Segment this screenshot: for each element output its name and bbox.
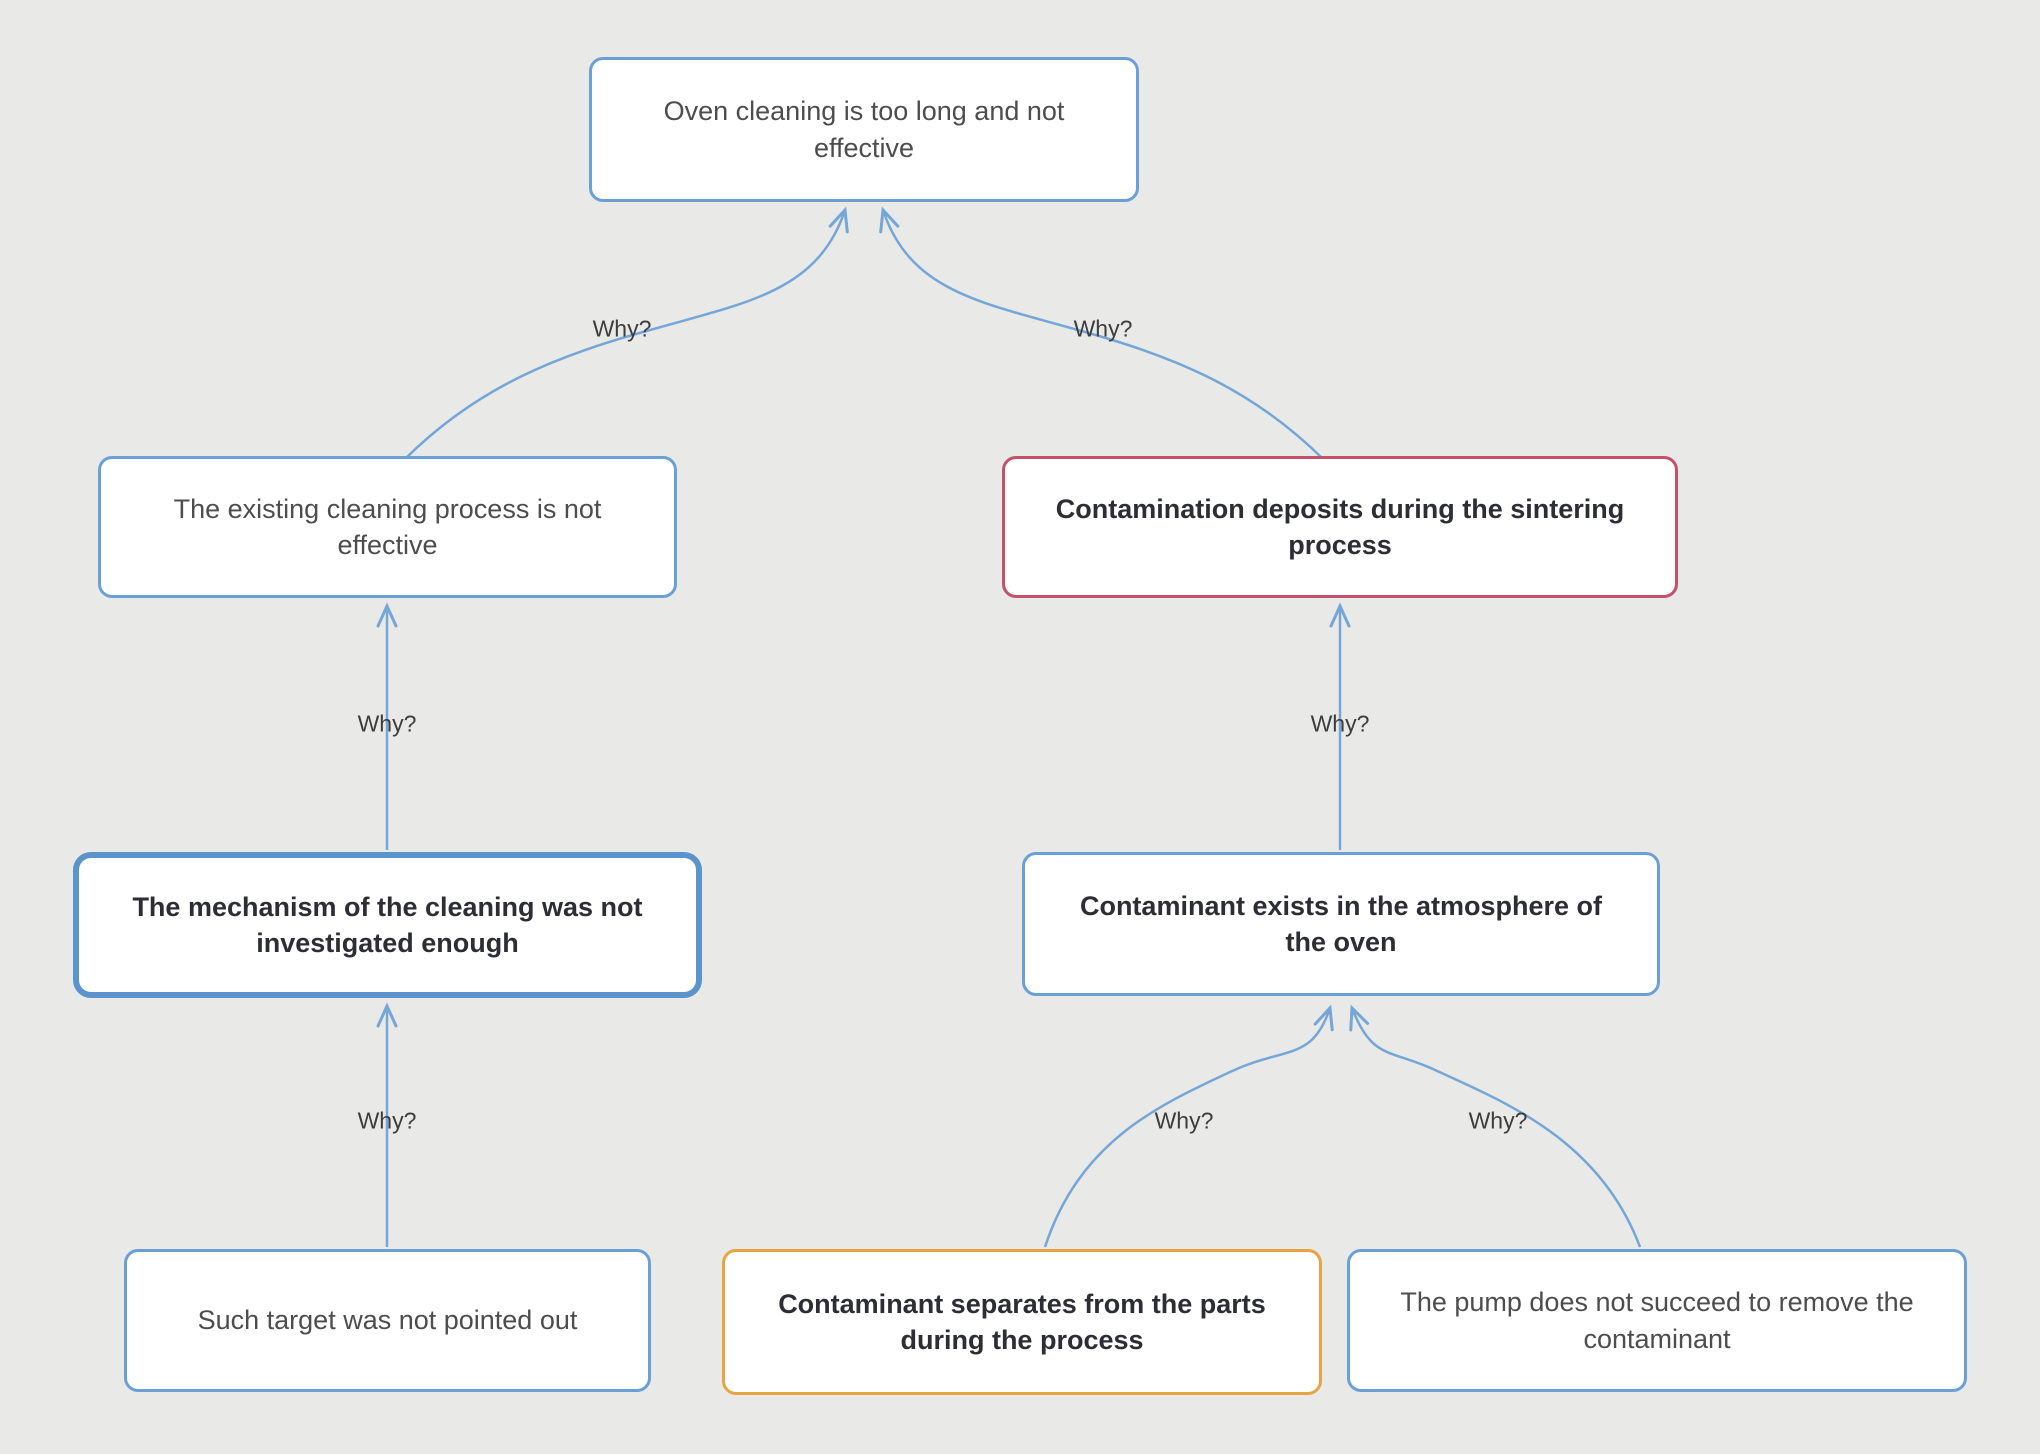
why-label-right-2[interactable]: Why?: [1310, 710, 1370, 737]
node-pump-not-succeed[interactable]: The pump does not succeed to remove the …: [1347, 1249, 1967, 1392]
node-target-not-pointed-out[interactable]: Such target was not pointed out: [124, 1249, 651, 1392]
edge-left1-to-problem[interactable]: [405, 206, 849, 459]
why-label-right-3b[interactable]: Why?: [1468, 1107, 1528, 1134]
why-label-left-1[interactable]: Why?: [592, 315, 652, 342]
why-label-left-3[interactable]: Why?: [357, 1107, 417, 1134]
node-mechanism-not-investigated[interactable]: The mechanism of the cleaning was not in…: [73, 852, 702, 998]
node-contamination-deposits[interactable]: Contamination deposits during the sinter…: [1002, 456, 1678, 598]
why-label-left-2[interactable]: Why?: [357, 710, 417, 737]
edge-right3b-to-right2[interactable]: [1349, 1004, 1642, 1248]
node-oven-cleaning-problem[interactable]: Oven cleaning is too long and not effect…: [589, 57, 1139, 202]
node-contaminant-separates[interactable]: Contaminant separates from the parts dur…: [722, 1249, 1322, 1395]
node-cleaning-process-not-effective[interactable]: The existing cleaning process is not eff…: [98, 456, 677, 598]
node-contaminant-in-atmosphere[interactable]: Contaminant exists in the atmosphere of …: [1022, 852, 1660, 996]
edge-right1-to-problem[interactable]: [879, 206, 1323, 459]
why-label-right-1[interactable]: Why?: [1073, 315, 1133, 342]
why-label-right-3a[interactable]: Why?: [1154, 1107, 1214, 1134]
edge-right3a-to-right2[interactable]: [1043, 1004, 1334, 1248]
